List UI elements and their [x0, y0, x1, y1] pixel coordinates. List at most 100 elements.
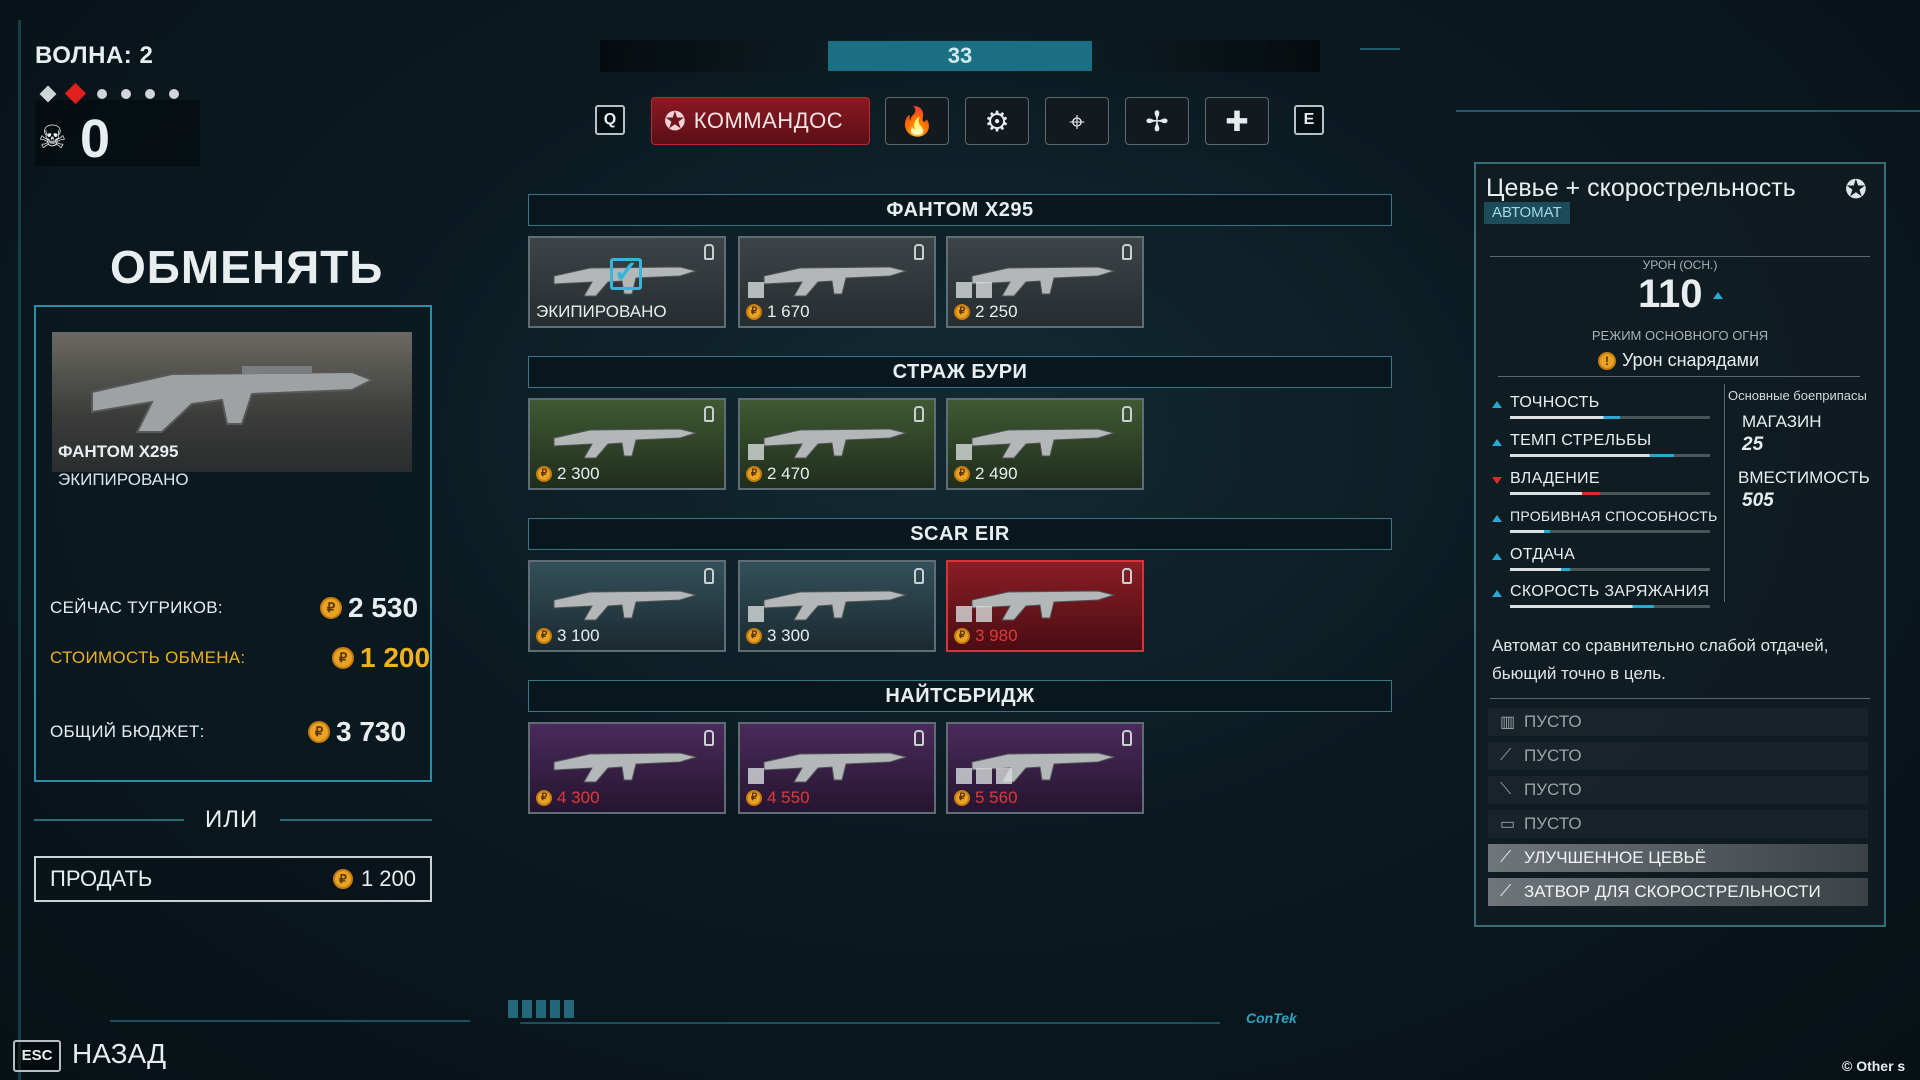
pin-icon[interactable]: [704, 568, 714, 584]
stat-up-icon: [1492, 401, 1502, 408]
weapon-variant-card[interactable]: ₽2 470: [738, 398, 936, 490]
exchange-cost-label: СТОИМОСТЬ ОБМЕНА:: [50, 648, 246, 667]
stat-label: ОТДАЧА: [1510, 546, 1576, 563]
rifle-icon: [971, 266, 1116, 297]
coin-icon: ₽: [332, 869, 353, 889]
weapon-variant-card[interactable]: ₽3 300: [738, 560, 936, 652]
current-money: ₽ 2 530: [320, 592, 418, 624]
attachment-slot[interactable]: ▭ПУСТО: [1488, 810, 1868, 838]
key-q-button[interactable]: Q: [595, 105, 625, 135]
variant-price: ЭКИПИРОВАНО: [536, 302, 667, 322]
flame-icon[interactable]: 🔥: [885, 97, 949, 145]
attachment-slot[interactable]: ⟋ПУСТО: [1488, 742, 1868, 770]
coin-icon: ₽: [308, 721, 330, 743]
attachment-slot[interactable]: ⟋УЛУЧШЕННОЕ ЦЕВЬЁ: [1488, 844, 1868, 872]
pin-icon[interactable]: [704, 406, 714, 422]
weapon-variant-card[interactable]: ₽1 670: [738, 236, 936, 328]
rifle-icon: [553, 752, 698, 783]
pin-icon[interactable]: [1122, 568, 1132, 584]
sell-label: ПРОДАТЬ: [50, 866, 153, 891]
stat-bar: [1510, 492, 1710, 495]
weapon-variant-card[interactable]: ₽4 300: [528, 722, 726, 814]
rifle-icon: [971, 590, 1116, 621]
coin-icon: ₽: [954, 304, 970, 320]
medic-cross-icon[interactable]: ✚: [1205, 97, 1269, 145]
spiral-icon[interactable]: ✢: [1125, 97, 1189, 145]
attachment-icon: [976, 768, 992, 784]
attachment-icon: [956, 768, 972, 784]
weapon-variant-card[interactable]: ₽2 250: [946, 236, 1144, 328]
sell-button[interactable]: ПРОДАТЬ ₽ 1 200: [34, 856, 432, 902]
stat-up-icon: [1492, 439, 1502, 446]
stat-label: ВЛАДЕНИЕ: [1510, 470, 1600, 487]
variant-price: ₽3 300: [746, 626, 810, 646]
rifle-icon: [763, 428, 908, 459]
weapon-variant-card[interactable]: ₽3 100: [528, 560, 726, 652]
pin-icon[interactable]: [704, 730, 714, 746]
rifle-icon: [763, 590, 908, 621]
attachment-slot[interactable]: ⟋ЗАТВОР ДЛЯ СКОРОСТРЕЛЬНОСТИ: [1488, 878, 1868, 906]
pin-icon[interactable]: [704, 244, 714, 260]
weapon-variant-card[interactable]: ✓ ЭКИПИРОВАНО: [528, 236, 726, 328]
weapon-group-header: СТРАЖ БУРИ: [528, 356, 1392, 388]
variant-price: ₽2 490: [954, 464, 1018, 484]
divider-left: [34, 819, 184, 821]
stat-down-icon: [1492, 477, 1502, 484]
weapon-group-header: НАЙТСБРИДЖ: [528, 680, 1392, 712]
variant-price: ₽2 250: [954, 302, 1018, 322]
damage-label: УРОН (ОСН.): [1642, 258, 1718, 272]
mod-icons: [956, 282, 992, 298]
class-commando-button[interactable]: ✪ КОММАНДОС: [651, 97, 870, 145]
weapon-variant-card[interactable]: ₽2 300: [528, 398, 726, 490]
variant-price: ₽3 100: [536, 626, 600, 646]
current-money-label: СЕЙЧАС ТУГРИКОВ:: [50, 598, 223, 617]
slot-label: ПУСТО: [1524, 814, 1582, 833]
mod-icons: [956, 444, 972, 460]
attachment-icon: [748, 282, 764, 298]
pin-icon[interactable]: [914, 568, 924, 584]
rifle-icon: [553, 428, 698, 459]
stat-bar-fill: [1510, 492, 1600, 495]
variant-label: 3 300: [767, 626, 810, 645]
key-e-button[interactable]: E: [1294, 105, 1324, 135]
variant-label: 3 100: [557, 626, 600, 645]
crosshair-icon[interactable]: ⌖: [1045, 97, 1109, 145]
attachment-icon: [976, 282, 992, 298]
sell-price: ₽ 1 200: [332, 866, 416, 892]
weapon-group-header: SCAR EIR: [528, 518, 1392, 550]
variant-label: 3 980: [975, 626, 1018, 645]
pin-icon[interactable]: [914, 244, 924, 260]
variant-price: ₽1 670: [746, 302, 810, 322]
variant-label: 4 550: [767, 788, 810, 807]
sell-value: 1 200: [360, 866, 416, 891]
wave-progress: [39, 82, 179, 105]
pin-icon[interactable]: [914, 406, 924, 422]
pin-icon[interactable]: [1122, 730, 1132, 746]
weapon-variant-card[interactable]: ₽3 980: [946, 560, 1144, 652]
weapon-variant-card[interactable]: ₽4 550: [738, 722, 936, 814]
esc-key[interactable]: ESC: [13, 1040, 61, 1072]
pin-icon[interactable]: [1122, 244, 1132, 260]
magazine-value: 25: [1742, 434, 1764, 455]
budget: ₽ 3 730: [308, 716, 406, 748]
attachment-slot[interactable]: ▥ПУСТО: [1488, 708, 1868, 736]
pin-icon[interactable]: [914, 730, 924, 746]
frame-line-bottom-left: [110, 1020, 470, 1022]
pin-icon[interactable]: [1122, 406, 1132, 422]
rifle-icon: [763, 752, 908, 783]
weapon-variant-card[interactable]: ₽2 490: [946, 398, 1144, 490]
weapon-variant-card[interactable]: ₽5 560: [946, 722, 1144, 814]
brand-logo: ConTek: [1246, 1010, 1297, 1026]
rifle-icon: [91, 366, 375, 433]
attachment-slot[interactable]: ⟍ПУСТО: [1488, 776, 1868, 804]
gear-icon[interactable]: ⚙: [965, 97, 1029, 145]
stat-bar-fill: [1510, 416, 1620, 419]
coin-icon: ₽: [954, 466, 970, 482]
equipped-check-icon: ✓: [610, 258, 642, 290]
coin-icon: ₽: [746, 304, 762, 320]
variant-price: ₽2 300: [536, 464, 600, 484]
back-button[interactable]: НАЗАД: [72, 1038, 167, 1069]
attachment-icon: [976, 606, 992, 622]
rifle-icon: [763, 266, 908, 297]
wave-marker-icon: [39, 85, 57, 102]
